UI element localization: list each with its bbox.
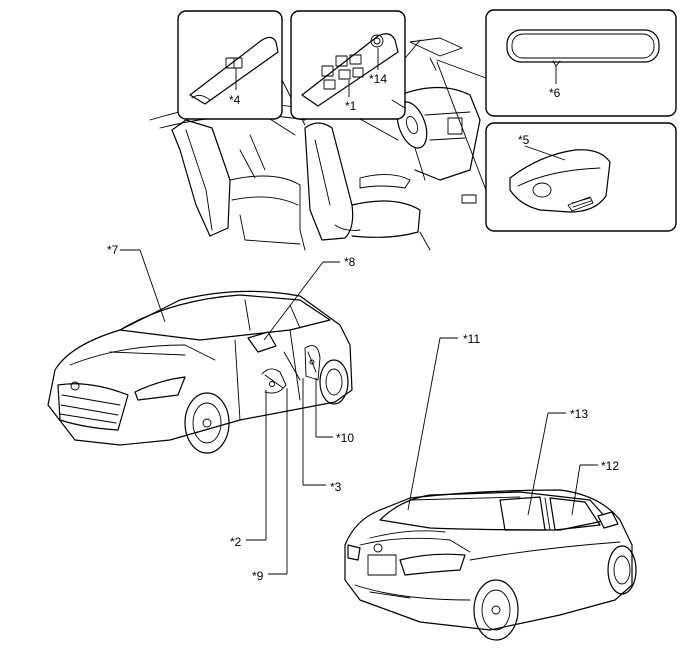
callout-12: *12 bbox=[601, 459, 619, 473]
callout-3: *3 bbox=[330, 480, 342, 494]
vehicle-interior-illustration bbox=[149, 39, 481, 251]
callout-2: *2 bbox=[230, 535, 242, 549]
vehicle-rear-three-quarter bbox=[344, 489, 637, 641]
inset-rear-window-switch: *4 bbox=[177, 10, 306, 136]
callout-4: *4 bbox=[229, 93, 241, 107]
callout-6: *6 bbox=[549, 86, 561, 100]
callout-10: *10 bbox=[336, 431, 354, 445]
inset-main-window-switch: *1 *14 bbox=[290, 10, 406, 141]
callout-7: *7 bbox=[107, 243, 119, 257]
callout-1: *1 bbox=[345, 99, 357, 113]
inset-inner-mirror: *6 bbox=[436, 9, 677, 117]
callout-11: *11 bbox=[463, 332, 480, 346]
callout-8: *8 bbox=[344, 255, 356, 269]
callout-9: *9 bbox=[252, 569, 264, 583]
inset-overhead-sensor: *5 bbox=[436, 61, 677, 232]
callout-13: *13 bbox=[570, 407, 588, 421]
callout-14: *14 bbox=[369, 72, 387, 86]
vehicle-front-three-quarter bbox=[47, 290, 353, 454]
callout-5: *5 bbox=[518, 133, 530, 147]
